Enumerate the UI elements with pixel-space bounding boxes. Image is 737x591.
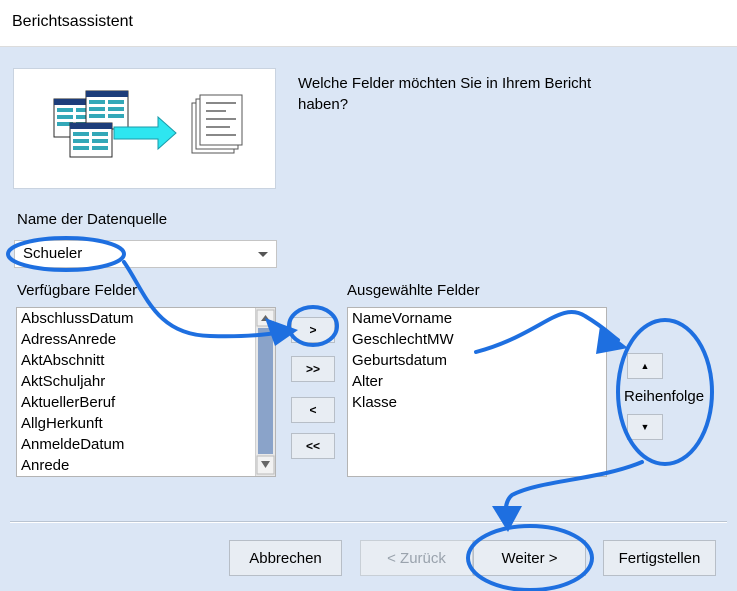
list-item[interactable]: AdressAnrede (21, 331, 117, 348)
remove-field-button[interactable]: < (291, 397, 335, 423)
order-label: Reihenfolge (624, 388, 705, 405)
list-item[interactable]: AktSchuljahr (21, 373, 106, 390)
list-item[interactable]: AbschlussDatum (21, 310, 134, 327)
cancel-button[interactable]: Abbrechen (229, 540, 342, 576)
list-item[interactable]: AktAbschnitt (21, 352, 105, 369)
datasource-label: Name der Datenquelle (17, 211, 168, 228)
footer-separator (10, 521, 727, 523)
arrow-up-icon: ▲ (640, 361, 650, 371)
selected-fields-label: Ausgewählte Felder (347, 282, 480, 299)
finish-button[interactable]: Fertigstellen (603, 540, 716, 576)
add-field-button[interactable]: > (291, 317, 335, 343)
list-item[interactable]: AnmeldeDatum (21, 436, 125, 453)
chevron-down-icon[interactable] (250, 241, 276, 267)
back-button[interactable]: < Zurück (360, 540, 473, 576)
available-fields-list[interactable]: AbschlussDatum AdressAnrede AktAbschnitt… (16, 307, 276, 477)
remove-all-fields-button[interactable]: << (291, 433, 335, 459)
move-down-button[interactable]: ▼ (627, 414, 663, 440)
list-item[interactable]: NameVorname (352, 310, 453, 327)
selected-fields-list[interactable]: NameVorname GeschlechtMW Geburtsdatum Al… (347, 307, 607, 477)
list-item[interactable]: AllgHerkunft (21, 415, 103, 432)
available-fields-label: Verfügbare Felder (17, 282, 138, 299)
next-button[interactable]: Weiter > (473, 540, 586, 576)
wizard-illustration (13, 68, 276, 189)
vertical-scrollbar[interactable] (255, 308, 275, 476)
list-item[interactable]: Anrede (21, 457, 70, 474)
list-item[interactable]: Klasse (352, 394, 398, 411)
datasource-combobox[interactable]: Schueler (14, 240, 277, 268)
title-bar: Berichtsassistent (0, 0, 737, 47)
add-all-fields-button[interactable]: >> (291, 356, 335, 382)
arrow-down-icon: ▼ (640, 422, 650, 432)
report-wizard-icon (53, 90, 243, 158)
list-item[interactable]: GeschlechtMW (352, 331, 454, 348)
list-item[interactable]: Alter (352, 373, 383, 390)
wizard-question: Welche Felder möchten Sie in Ihrem Beric… (298, 75, 592, 113)
move-up-button[interactable]: ▲ (627, 353, 663, 379)
datasource-value: Schueler (23, 245, 83, 262)
list-item[interactable]: AktuellerBeruf (21, 394, 116, 411)
list-item[interactable]: Geburtsdatum (352, 352, 448, 369)
window-title: Berichtsassistent (12, 13, 133, 30)
